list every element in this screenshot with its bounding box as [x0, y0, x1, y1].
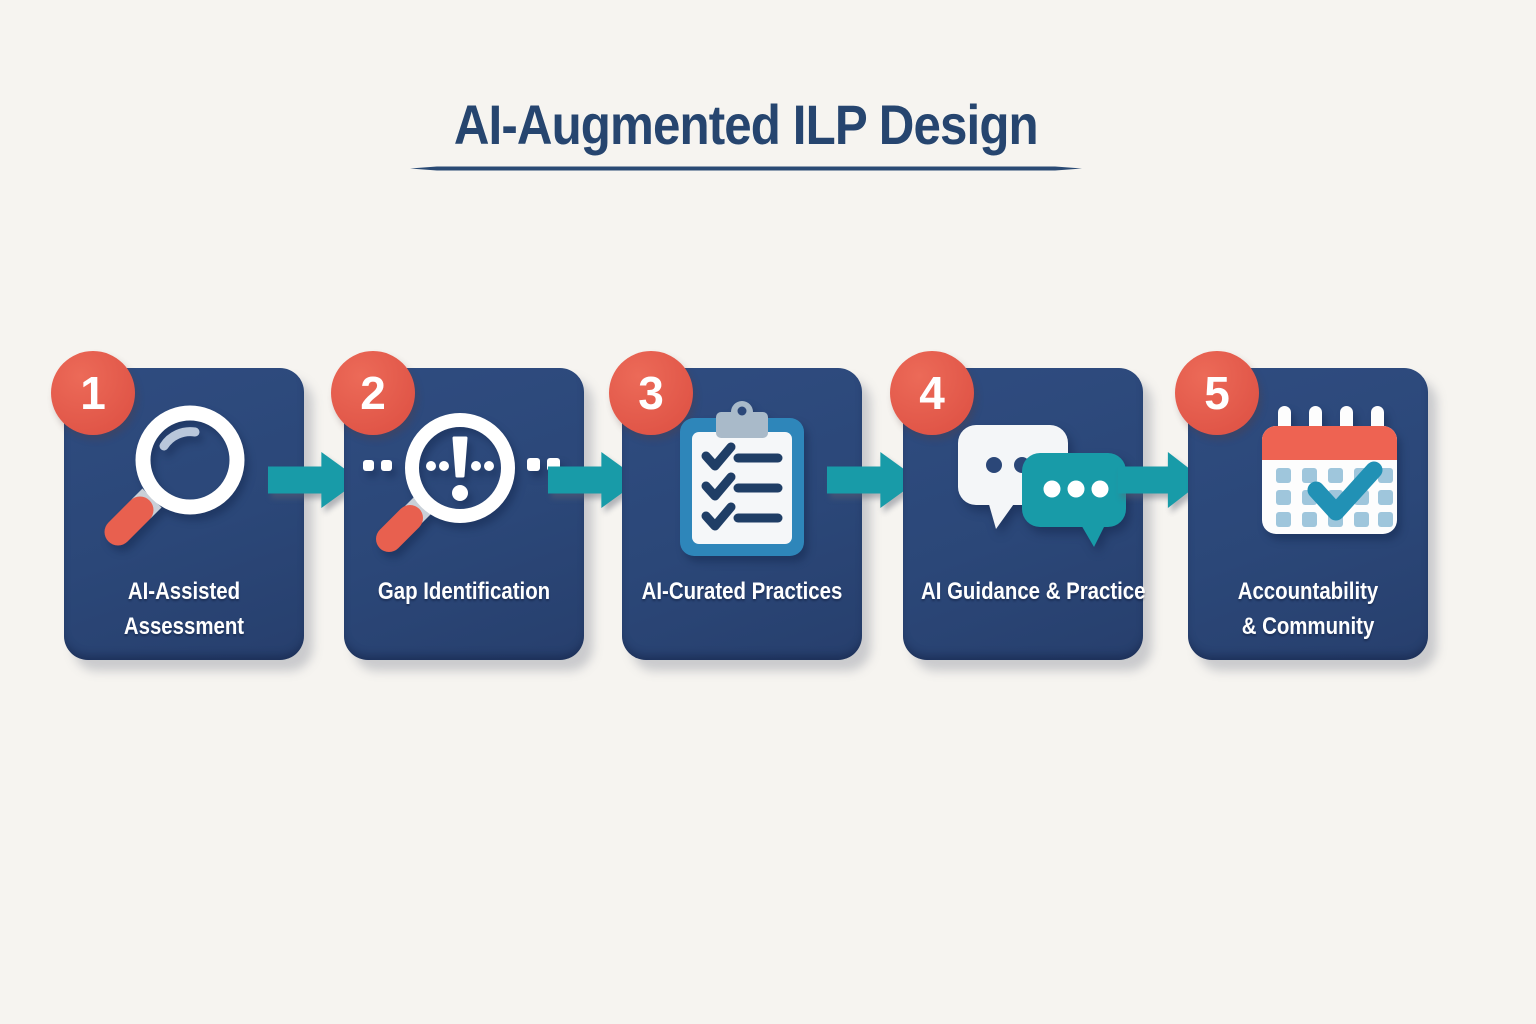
step-label-2-line-1: Gap Identification [377, 578, 551, 605]
step-label-1-line-2: Assessment [123, 613, 245, 640]
calendar-check-icon [1262, 406, 1397, 534]
step-label-4: AI Guidance & Practice [903, 574, 1146, 609]
step-number-badge-3: 3 [609, 351, 693, 435]
step-label-2: Gap Identification [344, 574, 584, 609]
step-card-4: 4 [890, 351, 1143, 660]
step-number-badge-2: 2 [331, 351, 415, 435]
step-label-4-line-1: AI Guidance & Practice [921, 578, 1146, 605]
step-card-3: 3 [609, 351, 862, 660]
step-label-3-line-1: AI-Curated Practices [641, 578, 843, 605]
step-number-badge-5: 5 [1175, 351, 1259, 435]
step-label-5-line-2: & Community [1241, 613, 1375, 640]
step-number-badge-4: 4 [890, 351, 974, 435]
gap-alert-magnifier-icon [363, 413, 560, 552]
step-label-1: AI-Assisted Assessment [64, 574, 304, 644]
page-title-text: AI-Augmented ILP Design [454, 93, 1039, 156]
step-label-5-line-1: Accountability [1237, 578, 1379, 605]
checklist-clipboard-icon [680, 401, 804, 556]
step-card-1: 1 [51, 351, 304, 660]
step-label-3: AI-Curated Practices [622, 574, 862, 609]
step-label-5: Accountability & Community [1188, 574, 1428, 644]
step-label-1-line-1: AI-Assisted [127, 578, 241, 605]
step-number-badge-1: 1 [51, 351, 135, 435]
magnifier-icon [104, 405, 245, 546]
title-underline [410, 166, 1082, 171]
page-title: AI-Augmented ILP Design [0, 92, 1492, 157]
chat-bubbles-icon [958, 425, 1126, 547]
step-card-5: 5 [1175, 351, 1428, 660]
step-card-2: 2 [331, 351, 584, 660]
